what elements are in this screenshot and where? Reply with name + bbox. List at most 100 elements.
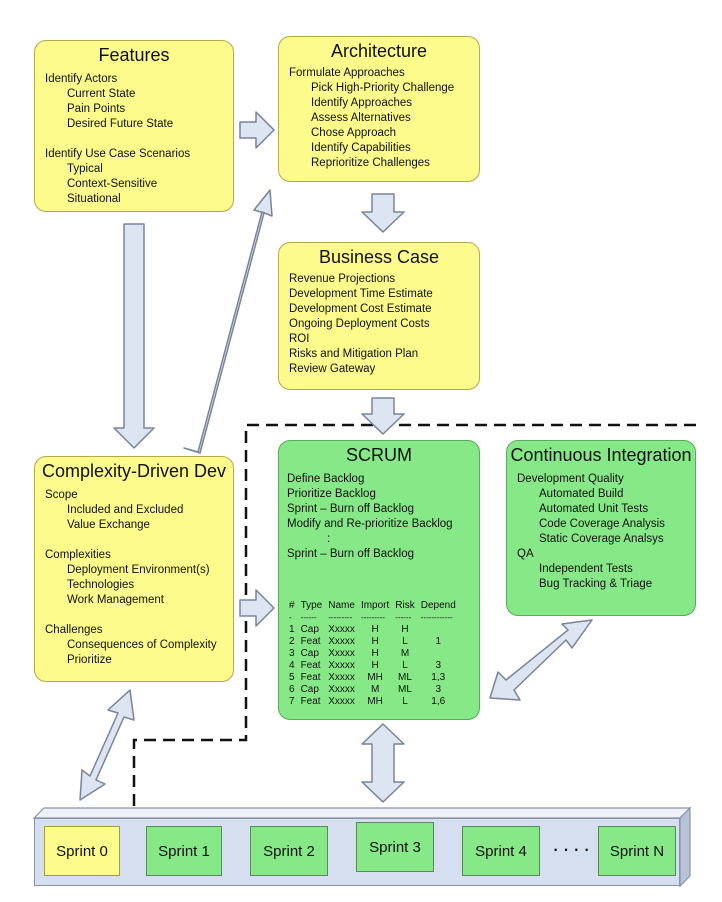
sprint-ellipsis: ···· — [552, 836, 594, 861]
features-title: Features — [98, 45, 170, 65]
backlog-header-cell: Risk — [395, 600, 415, 611]
backlog-dash-cell: --------- — [360, 613, 385, 622]
sprint-2-label: Sprint 2 — [263, 842, 315, 860]
complexity-line: Value Exchange — [67, 519, 150, 531]
backlog-header-cell: Depend — [420, 600, 456, 611]
arrow-scrum-ci — [489, 619, 593, 701]
complexity-line: Complexities — [45, 549, 111, 561]
architecture-title: Architecture — [330, 41, 428, 61]
backlog-cell: L — [402, 636, 408, 647]
business-case-line: Risks and Mitigation Plan — [289, 348, 419, 360]
arrow-complexity-sprints — [79, 689, 135, 801]
backlog-dash-cell: ------ — [300, 613, 317, 622]
backlog-cell: 3 — [435, 660, 442, 671]
sprint-0: Sprint 0 — [44, 826, 120, 876]
sprint-1: Sprint 1 — [146, 826, 222, 876]
backlog-cell: MH — [367, 672, 383, 683]
sprint-n-label: Sprint N — [609, 842, 665, 860]
ci-title: Continuous Integration — [510, 445, 692, 465]
features-line — [45, 132, 233, 147]
scrum-line: : — [327, 533, 331, 545]
arrow-features-to-complexity — [113, 223, 155, 449]
ci-line: Automated Build — [539, 488, 624, 500]
backlog-cell: Feat — [300, 636, 321, 647]
ci-line: Independent Tests — [539, 563, 633, 575]
features-line: Current State — [67, 88, 136, 100]
features-line: Typical — [67, 163, 103, 175]
backlog-dash-cell: ------------ — [420, 613, 453, 622]
business-case-line: Development Time Estimate — [289, 288, 433, 300]
architecture-line: Formulate Approaches — [289, 67, 405, 79]
backlog-dash-row: ----------------------------------------… — [286, 612, 459, 624]
backlog-dash-cell: --------- — [328, 613, 353, 622]
complexity-title: Complexity-Driven Dev — [41, 461, 227, 481]
backlog-cell: H — [371, 636, 379, 647]
backlog-cell — [418, 648, 459, 660]
arrow-business-case-to-scrum — [361, 397, 405, 435]
backlog-cell: 5 — [289, 672, 295, 683]
backlog-cell: Xxxxx — [328, 684, 355, 695]
backlog-cell: 6 — [289, 684, 295, 695]
backlog-cell: 4 — [289, 660, 295, 671]
backlog-header-cell: # — [289, 600, 295, 611]
features-line: Situational — [67, 193, 121, 205]
features-line: Desired Future State — [67, 118, 174, 130]
sprint-4: Sprint 4 — [462, 826, 540, 876]
complexity-line: Work Management — [67, 594, 164, 606]
arrow-features-to-architecture — [239, 111, 275, 149]
scrum-line: Prioritize Backlog — [287, 488, 376, 500]
complexity-line — [45, 608, 233, 623]
backlog-cell: H — [401, 624, 409, 635]
sprint-4-label: Sprint 4 — [475, 842, 527, 860]
sprint-2: Sprint 2 — [250, 826, 328, 876]
ci-line: Automated Unit Tests — [539, 503, 649, 515]
backlog-cell: Cap — [300, 648, 319, 659]
ci-line: QA — [517, 548, 534, 560]
features-line: Pain Points — [67, 103, 126, 115]
ci-line: Bug Tracking & Triage — [539, 578, 653, 590]
ci-line: Development Quality — [517, 473, 624, 485]
sprint-1-label: Sprint 1 — [158, 842, 210, 860]
backlog-cell: MH — [367, 696, 383, 707]
arrow-architecture-to-business-case — [361, 193, 405, 233]
arrow-complexity-to-scrum — [239, 589, 275, 627]
complexity-line: Technologies — [67, 579, 135, 591]
backlog-cell: Xxxxx — [328, 696, 355, 707]
backlog-cell: H — [371, 648, 379, 659]
backlog-cell: Xxxxx — [328, 660, 355, 671]
backlog-cell: Xxxxx — [328, 672, 355, 683]
complexity-line: Scope — [45, 489, 78, 501]
scrum-line: Modify and Re-prioritize Backlog — [287, 518, 453, 530]
sprint-3: Sprint 3 — [356, 822, 434, 872]
business-case-line: Ongoing Deployment Costs — [289, 318, 430, 330]
scrum-line: Sprint – Burn off Backlog — [287, 548, 414, 560]
complexity-line: Consequences of Complexity — [67, 639, 217, 651]
scrum-line: Define Backlog — [287, 473, 365, 485]
arrow-scrum-sprints — [361, 723, 405, 803]
backlog-cell: 7 — [289, 696, 295, 707]
sprint-0-label: Sprint 0 — [56, 842, 108, 860]
backlog-header-cell: Import — [360, 600, 390, 611]
architecture-line: Assess Alternatives — [311, 112, 411, 124]
backlog-cell: H — [371, 660, 379, 671]
backlog-cell: ML — [398, 684, 412, 695]
backlog-cell: H — [371, 624, 379, 635]
backlog-cell: M — [400, 648, 410, 659]
architecture-line: Pick High-Priority Challenge — [311, 82, 455, 94]
backlog-cell: 2 — [289, 636, 295, 647]
backlog-dash-cell: ------ — [395, 613, 412, 622]
backlog-cell: Feat — [300, 660, 321, 671]
